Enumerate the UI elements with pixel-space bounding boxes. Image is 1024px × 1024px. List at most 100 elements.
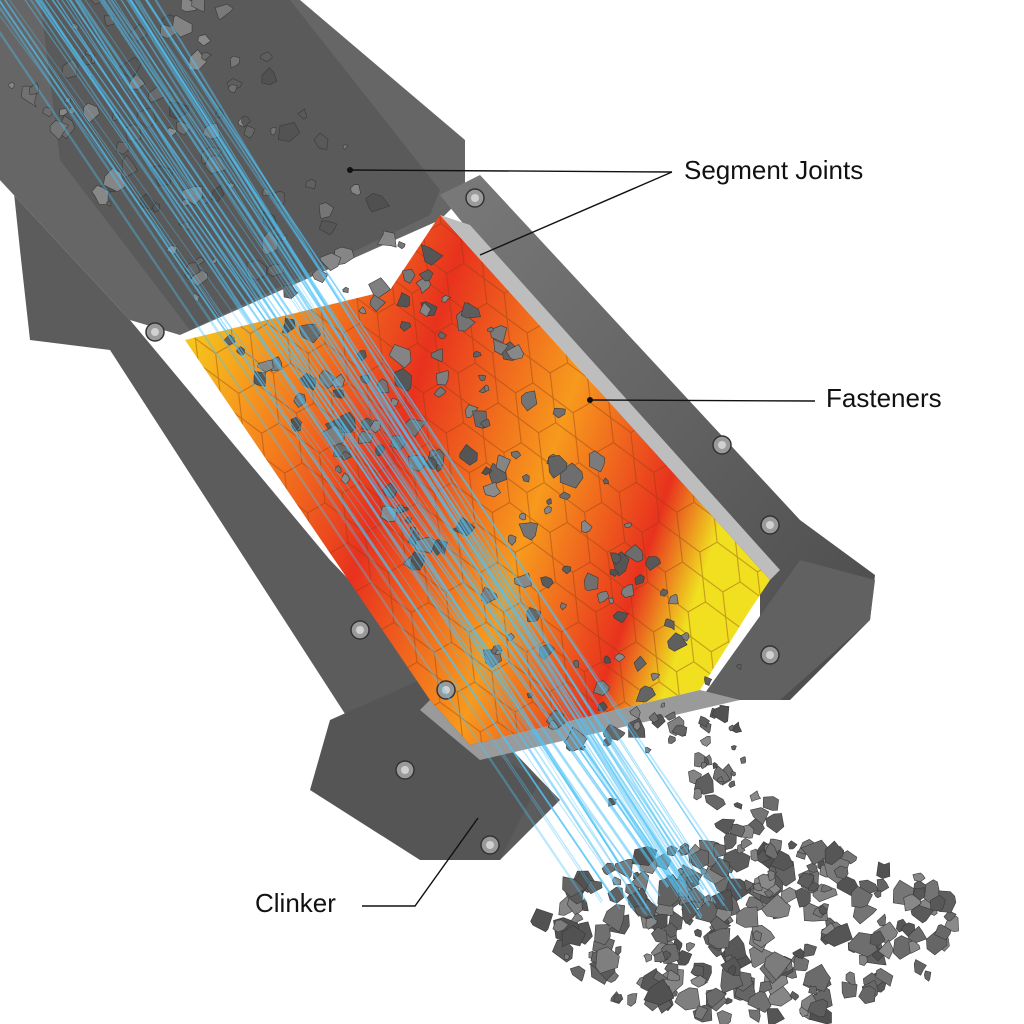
clinker-rock [573,660,580,668]
bolt-head-icon [486,841,494,849]
flow-streak [0,14,649,894]
flow-streak [110,0,725,907]
clinker-rock [624,544,644,563]
clinker-rock [518,522,539,541]
clinker-rock [690,964,705,977]
clinker-rock [705,987,727,1008]
clinker-rock [603,477,609,485]
flow-streak [76,0,690,895]
clinker-rock [394,367,412,392]
clinker-rock [650,672,661,682]
clinker-rock [481,466,492,476]
clinker-rock [399,320,412,332]
clinker-rock [796,872,815,890]
clinker-rock [634,574,645,585]
clinker-rock [841,981,858,999]
clinker-rock [700,761,708,769]
clinker-rock [277,121,301,142]
clinker-rock [762,796,779,811]
clinker-rock [763,889,774,898]
clinker-rock [748,1007,761,1023]
clinker-rock [758,981,773,993]
clinker-rock [873,890,882,899]
clinker-rock [749,790,762,802]
flow-streak [61,0,679,894]
clinker-rock [704,794,726,811]
clinker-rock [227,84,238,93]
flow-streak [68,0,702,919]
leader-clinker [362,817,479,907]
clinker-rock [730,745,737,751]
flow-streak [35,0,649,882]
bolt-head-icon [442,686,450,694]
clinker-rock [663,618,675,631]
clinker-rock [595,946,620,974]
flow-streak [38,0,669,889]
clinker-rock [648,711,659,723]
leader-fasteners [589,399,816,402]
clinker-rock [106,200,112,207]
clinker-rock [603,655,611,664]
flow-streak [8,0,639,881]
flow-streak [145,0,743,900]
clinker-rock [793,952,810,972]
clinker-rock [319,252,342,271]
clinker-rock [845,971,856,986]
clinker-rock [559,602,567,611]
clinker-rock [724,997,733,1005]
clinker-rock [241,115,251,128]
clinker-rock [433,386,446,398]
clinker-rock [635,685,656,703]
flow-streak [114,0,691,914]
clinker-rock [396,292,411,308]
clinker-rock [729,823,746,838]
clinker-rock [519,512,527,521]
clinker-rock [522,474,530,483]
clinker-rock [733,802,743,810]
clinker-rock [365,192,390,213]
clinker-rock [83,102,100,124]
clinker-rock [546,498,552,505]
clinker-rock [243,125,256,139]
bolt-head-icon [766,651,774,659]
clinker-rock [480,418,491,428]
clinker-rock [609,552,621,565]
clinker-rock [727,964,737,977]
clinker-rock [409,551,425,571]
clinker-rock [613,993,624,1003]
clinker-rock [42,106,53,118]
clinker-rock [633,655,647,672]
clinker-rock [789,990,800,1001]
clinker-rock [607,886,624,904]
clinker-rock [807,998,829,1018]
clinker-rock [437,331,447,339]
flow-streak [120,0,702,903]
clinker-rock [420,244,444,266]
clinker-rock [627,993,638,1007]
clinker-rock [818,905,828,915]
clinker-rock [602,904,626,933]
clinker-rock [459,443,478,466]
clinker-rock [698,715,711,728]
clinker-rock [767,870,776,882]
flow-streak [0,8,603,904]
leader-dot [347,167,353,173]
clinker-rock [562,876,585,898]
clinker-rock [342,286,349,294]
clinker-rock [350,184,362,196]
clinker-rock [214,3,234,20]
flow-streak [102,0,705,891]
clinker-rock [792,948,805,959]
clinker-rock [900,922,916,937]
flow-streak [39,0,635,911]
clinker-rock [102,167,126,193]
clinker-rock [570,912,584,923]
clinker-rock [49,120,69,141]
clinker-rock [824,840,844,866]
clinker-rock [313,132,329,150]
chute-base-right [700,560,875,700]
clinker-rock [389,344,412,369]
label-clinker: Clinker [255,888,336,918]
clinker-rock [820,922,853,947]
clinker-rock [514,572,532,588]
